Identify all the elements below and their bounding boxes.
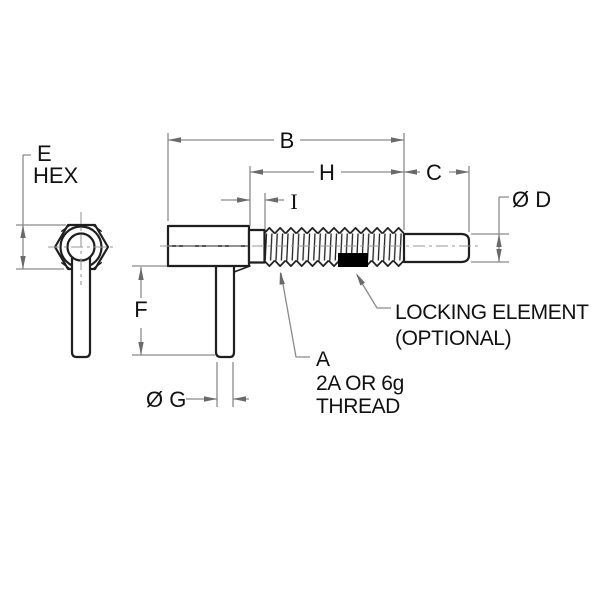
arrowhead [391, 169, 404, 175]
arrowhead [204, 396, 217, 402]
dim-label-h: H [319, 160, 335, 185]
handle-joint-chamfer [233, 265, 251, 273]
thread-callout-noun: THREAD [316, 395, 400, 418]
arrowhead [265, 197, 278, 203]
threaded-section [264, 227, 404, 267]
nose-pin [402, 232, 471, 264]
thread-callout-spec: 2A OR 6g [316, 372, 404, 395]
leader-line-thread [280, 272, 310, 358]
dim-line-e [22, 154, 31, 269]
dim-label-f: F [134, 297, 147, 322]
l-handle-outline [214, 264, 236, 359]
dim-label-e-hex: HEX [33, 163, 79, 188]
dim-label-b: B [280, 128, 295, 153]
dim-label-d: Ø D [512, 187, 551, 212]
arrowhead [496, 249, 502, 262]
arrowhead [456, 169, 469, 175]
arrowhead [404, 169, 417, 175]
leader-arrowhead-locking [353, 271, 366, 286]
arrowhead [237, 197, 250, 203]
arrowhead [233, 396, 246, 402]
thread-callout-ref: A [316, 348, 330, 371]
dim-label-e: E [37, 141, 52, 166]
hex-chamfer-lines [61, 225, 102, 269]
locking-element-patch [338, 253, 368, 267]
labels: B H C I E HEX F Ø G Ø D A 2A OR 6g THREA… [33, 128, 590, 418]
leader-line-locking-element [356, 274, 391, 309]
end-view [48, 212, 114, 359]
arrowhead [168, 137, 181, 143]
handle-rod-outline [70, 244, 92, 359]
arrowhead [138, 342, 144, 355]
side-view [160, 224, 482, 359]
dim-label-g: Ø G [146, 387, 186, 412]
arrowhead [138, 267, 144, 280]
handle-rod-fill [72, 246, 90, 357]
dim-label-c: C [426, 160, 442, 185]
arrowhead [496, 234, 502, 247]
locking-element-label-qualifier: (OPTIONAL) [395, 327, 511, 350]
dim-label-i: I [290, 189, 297, 214]
arrowhead [20, 256, 26, 269]
locking-element-label-title: LOCKING ELEMENT [395, 301, 589, 324]
arrowhead [20, 225, 26, 238]
arrowhead [391, 137, 404, 143]
arrowhead [250, 169, 263, 175]
